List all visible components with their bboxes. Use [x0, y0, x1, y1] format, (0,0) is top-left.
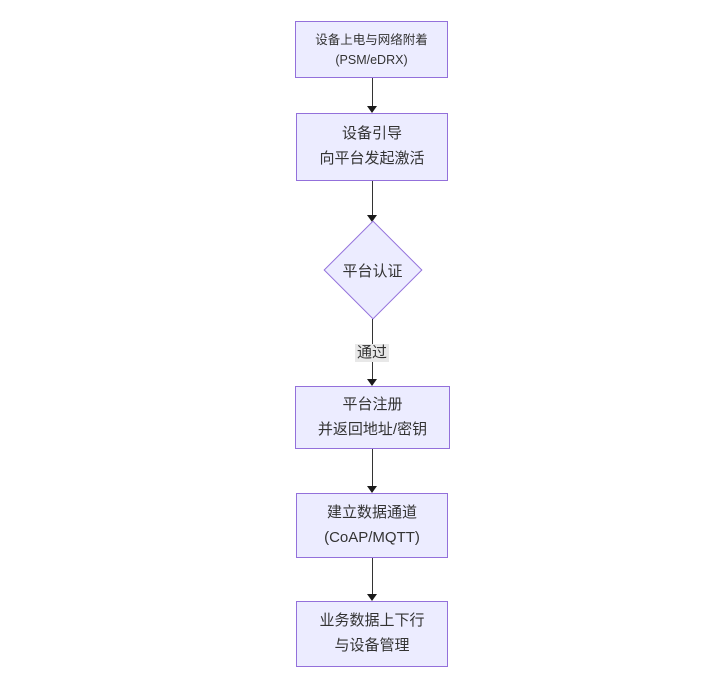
arrowhead-down-icon — [367, 486, 377, 493]
node-business-data: 业务数据上下行 与设备管理 — [296, 601, 448, 667]
node-device-power-attach: 设备上电与网络附着 (PSM/eDRX) — [295, 21, 448, 78]
flow-arrow-1 — [366, 78, 378, 113]
edge-label-pass: 通过 — [354, 344, 390, 362]
node-text-line: 与设备管理 — [334, 637, 410, 654]
node-data-channel: 建立数据通道 (CoAP/MQTT) — [296, 493, 448, 558]
arrowhead-down-icon — [367, 215, 377, 222]
arrowhead-down-icon — [367, 379, 377, 386]
node-text-line: 平台认证 — [342, 262, 403, 280]
node-text-line: 并返回地址/密钥 — [317, 420, 428, 438]
arrowhead-down-icon — [367, 106, 377, 113]
node-text-line: 向平台发起激活 — [319, 150, 425, 167]
node-text-line: 设备上电与网络附着 — [315, 32, 428, 47]
node-text-line: 平台注册 — [342, 395, 403, 413]
flow-arrow-4 — [366, 449, 378, 493]
node-text-line: 设备引导 — [341, 125, 402, 143]
node-device-bootstrap: 设备引导 向平台发起激活 — [296, 113, 448, 181]
node-text-line: 业务数据上下行 — [319, 612, 425, 630]
node-platform-register: 平台注册 并返回地址/密钥 — [295, 386, 450, 449]
arrow-shaft — [372, 558, 373, 596]
arrow-shaft — [372, 449, 373, 488]
arrow-shaft — [372, 78, 373, 108]
node-platform-auth-decision: 平台认证 — [322, 220, 423, 320]
arrowhead-down-icon — [367, 594, 377, 601]
node-text-line: (CoAP/MQTT) — [324, 528, 420, 546]
node-text-line: (PSM/eDRX) — [335, 52, 408, 67]
flow-arrow-2 — [366, 181, 378, 222]
node-text-line: 建立数据通道 — [326, 503, 417, 521]
arrow-shaft — [372, 181, 373, 217]
flow-arrow-5 — [366, 558, 378, 601]
